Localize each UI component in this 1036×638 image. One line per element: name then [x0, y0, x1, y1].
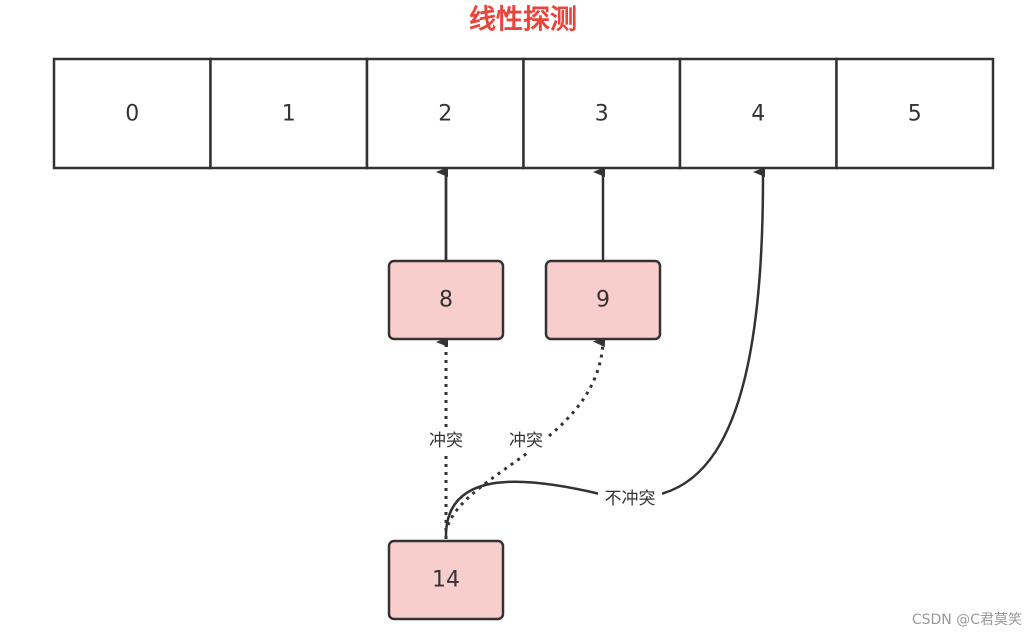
table-slot-index: 3 — [595, 102, 609, 127]
edge-label-no-conflict: 不冲突 — [605, 489, 656, 509]
node-9-label: 9 — [596, 288, 610, 313]
arrow-14-to-slot-4 — [444, 166, 766, 540]
table-slot-index: 2 — [438, 102, 452, 127]
node-8: 8 — [387, 259, 505, 341]
diagram-title: 线性探测 — [469, 5, 577, 36]
table-slot-0 — [52, 57, 212, 170]
table-slot-index: 4 — [751, 102, 765, 127]
node-14-label: 14 — [432, 568, 460, 593]
table-slot-index: 0 — [125, 102, 139, 127]
node-14: 14 — [387, 539, 505, 621]
watermark: CSDN @C君莫笑 — [912, 612, 1022, 628]
node-8-label: 8 — [439, 288, 453, 313]
node-9: 9 — [544, 259, 662, 341]
table-slot-2 — [365, 57, 525, 170]
hash-table: 0 1 2 3 4 5 — [52, 57, 995, 170]
table-slot-5 — [835, 57, 995, 170]
edge-label-conflict-1: 冲突 — [429, 431, 463, 451]
table-slot-index: 5 — [908, 102, 922, 127]
table-slot-1 — [209, 57, 369, 170]
table-slot-index: 1 — [282, 102, 296, 127]
edge-label-conflict-2: 冲突 — [509, 431, 543, 451]
